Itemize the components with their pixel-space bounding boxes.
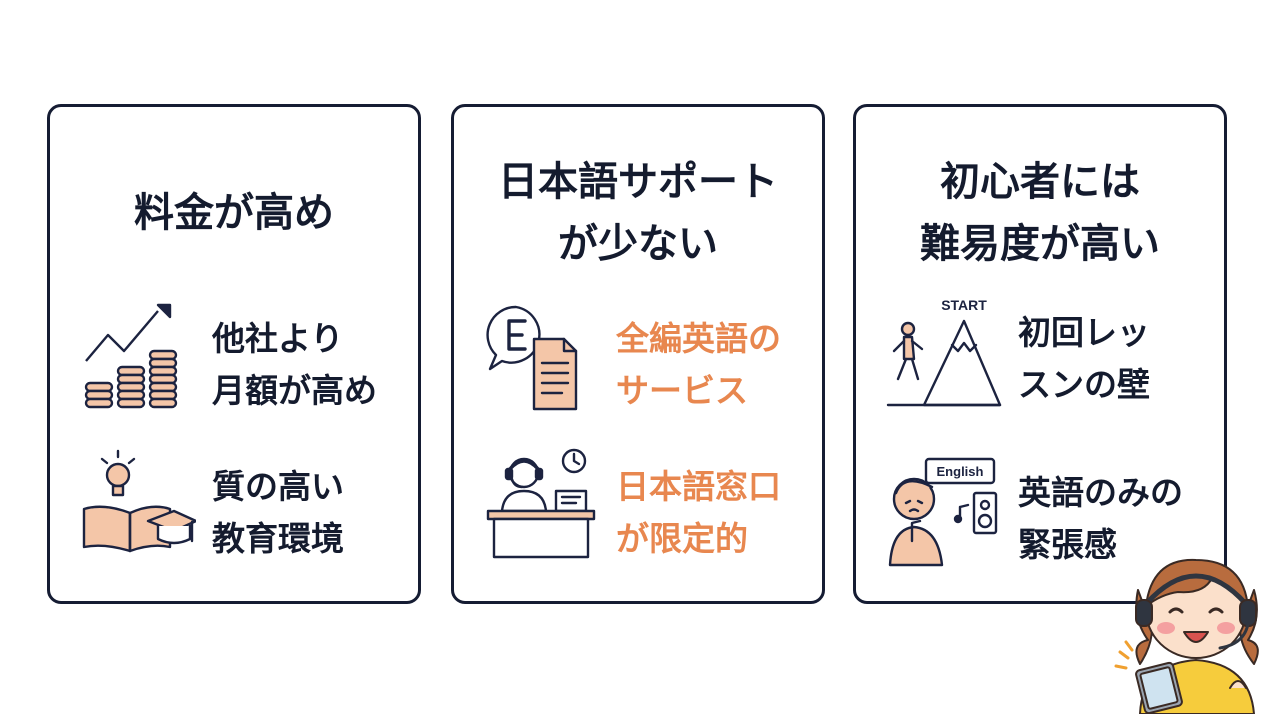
- item-text-line: 初回レッ: [1018, 313, 1150, 352]
- item-text-line: 教育環境: [212, 519, 344, 558]
- support-desk-icon: [486, 448, 596, 559]
- item-text-line: 月額が高め: [212, 371, 377, 410]
- item-text-line: 全編英語の: [616, 319, 781, 358]
- item-text-line: 緊張感: [1018, 525, 1117, 564]
- start-badge: START: [941, 297, 987, 313]
- card-high-price: 料金が高め: [47, 104, 421, 604]
- item-first-lesson-wall: START 初回レッ スンの壁: [856, 293, 1224, 413]
- item-text-line: が限定的: [616, 519, 748, 558]
- item-text-line: 英語のみの: [1018, 473, 1183, 512]
- item-text: 初回レッ スンの壁: [1018, 307, 1223, 411]
- item-english-only-service: 全編英語の サービス: [454, 299, 822, 419]
- item-english-only-tension: English 英語のみの 緊張感: [856, 453, 1224, 573]
- card-title-line: 日本語サポート: [498, 159, 778, 205]
- english-document-icon: [486, 305, 578, 411]
- book-lightbulb-icon: [82, 449, 196, 553]
- card-title-line: 初心者には: [940, 159, 1140, 205]
- item-text-line: 質の高い: [212, 467, 344, 506]
- card-title-line: 料金が高め: [134, 190, 334, 236]
- card-japanese-support: 日本語サポート が少ない 全編英語の サービス: [451, 104, 825, 604]
- card-title-line: 難易度が高い: [920, 221, 1160, 267]
- item-text-line: スンの壁: [1018, 365, 1150, 404]
- card-title: 料金が高め: [50, 182, 418, 244]
- item-text: 日本語窓口 が限定的: [616, 461, 821, 565]
- item-text-line: 他社より: [212, 319, 344, 358]
- item-text: 他社より 月額が高め: [212, 313, 417, 417]
- card-title: 初心者には 難易度が高い: [856, 151, 1224, 275]
- item-monthly-fee: 他社より 月額が高め: [50, 299, 418, 419]
- headset-girl-icon: [1114, 558, 1259, 714]
- english-badge: English: [937, 464, 984, 479]
- card-title: 日本語サポート が少ない: [454, 151, 822, 275]
- mountain-climb-icon: START: [886, 297, 1002, 407]
- coins-chart-icon: [84, 303, 178, 409]
- item-text-line: サービス: [616, 371, 748, 410]
- item-text: 英語のみの 緊張感: [1018, 467, 1223, 571]
- item-text: 全編英語の サービス: [616, 313, 821, 417]
- card-beginner-difficulty: 初心者には 難易度が高い START 初回レッ スンの壁 English: [853, 104, 1227, 604]
- item-text: 質の高い 教育環境: [212, 461, 417, 565]
- worried-person-icon: English: [888, 457, 998, 567]
- card-title-line: が少ない: [558, 221, 718, 267]
- item-japanese-desk: 日本語窓口 が限定的: [454, 447, 822, 567]
- item-text-line: 日本語窓口: [616, 467, 781, 506]
- item-quality-education: 質の高い 教育環境: [50, 447, 418, 567]
